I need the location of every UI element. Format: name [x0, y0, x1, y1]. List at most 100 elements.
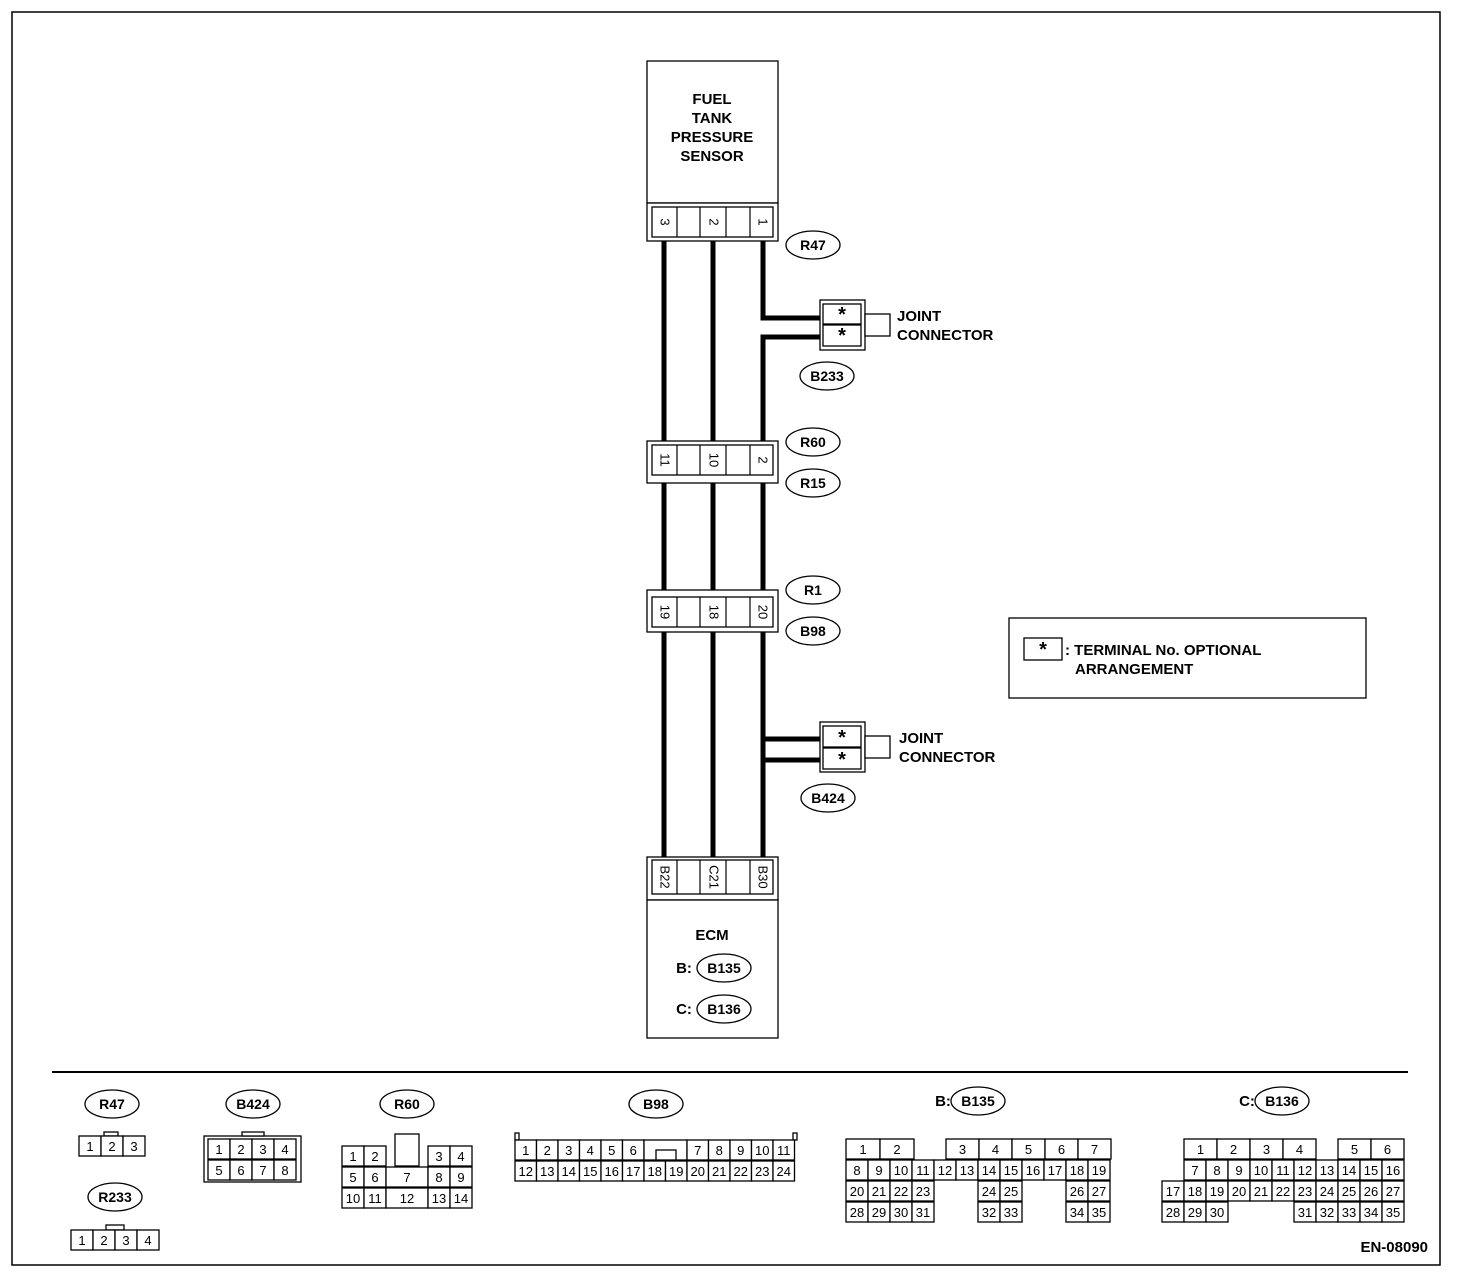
face-r233-pin-4	[136, 1229, 160, 1251]
face-b98-pin-11-label: 11	[777, 1143, 791, 1158]
ecm-conn-b-prefix: B:	[676, 960, 692, 977]
joint2-label-line-1: JOINT	[899, 730, 943, 747]
ecm-conn-c-prefix: C:	[676, 1001, 692, 1018]
face-b135-pin-23	[911, 1180, 935, 1202]
face-b136-pin-18-label: 18	[1188, 1184, 1202, 1199]
face-b424-tag-label: B424	[236, 1096, 270, 1112]
face-r60-pin-5-label: 5	[349, 1170, 356, 1185]
face-b135-pin-32-label: 32	[982, 1205, 996, 1220]
legend-symbol: *	[1039, 639, 1047, 661]
face-r60-pin-8-label: 8	[435, 1170, 442, 1185]
face-b98-pin-7-label: 7	[694, 1143, 701, 1158]
face-b98-pin-23-label: 23	[755, 1164, 769, 1179]
face-b136-pin-35	[1381, 1201, 1405, 1223]
face-b136-pin-30-label: 30	[1210, 1205, 1224, 1220]
face-b424-pin-4	[273, 1138, 297, 1160]
face-b135-pin-25	[999, 1180, 1023, 1202]
face-r60-pin-2-label: 2	[371, 1149, 378, 1164]
face-b136-pin-20-label: 20	[1232, 1184, 1246, 1199]
face-b98-pin-5-label: 5	[608, 1143, 615, 1158]
face-b424-pin-4-label: 4	[281, 1142, 288, 1157]
wire-right-joint2-to-ecm	[760, 757, 823, 862]
face-b135-pin-4-label: 4	[992, 1142, 999, 1157]
r60-tag-label: R60	[800, 434, 826, 450]
face-b98-pin-12-label: 12	[519, 1164, 533, 1179]
face-b135-pin-13-label: 13	[960, 1163, 974, 1178]
face-r233-pin-2-label: 2	[100, 1233, 107, 1248]
face-b98-pin-2-label: 2	[544, 1143, 551, 1158]
mid2-pin-20: 20	[756, 605, 771, 619]
face-b135-pin-35	[1087, 1201, 1111, 1223]
face-b136-pin-33-label: 33	[1342, 1205, 1356, 1220]
face-b135-pin-12-label: 12	[938, 1163, 952, 1178]
face-b135-pin-8-label: 8	[853, 1163, 860, 1178]
sensor-label-line-2: TANK	[692, 110, 733, 127]
ecm-pin-b30: B30	[756, 865, 771, 888]
sensor-label-line-1: FUEL	[692, 91, 731, 108]
mid2-pin-19: 19	[658, 605, 673, 619]
face-b135-pin-23-label: 23	[916, 1184, 930, 1199]
face-r60-pin-12-label: 12	[400, 1191, 414, 1206]
r1-tag-label: R1	[804, 582, 822, 598]
face-b135-pin-21-label: 21	[872, 1184, 886, 1199]
face-b98-pin-9-label: 9	[737, 1143, 744, 1158]
face-b135-pin-7-label: 7	[1091, 1142, 1098, 1157]
face-b136-pin-29-label: 29	[1188, 1205, 1202, 1220]
face-b136-tag-prefix: C:	[1239, 1093, 1255, 1110]
face-b136-pin-19-label: 19	[1210, 1184, 1224, 1199]
fuel-tank-pressure-sensor: FUEL TANK PRESSURE SENSOR 3 2 1 R47	[646, 60, 841, 260]
face-b98-tag-label: B98	[643, 1096, 669, 1112]
face-r47-pin-3-label: 3	[130, 1139, 137, 1154]
face-b424-pin-3-label: 3	[259, 1142, 266, 1157]
face-b135-pin-17-label: 17	[1048, 1163, 1062, 1178]
face-b136-pin-15-label: 15	[1364, 1163, 1378, 1178]
legend: * : TERMINAL No. OPTIONAL ARRANGEMENT	[1008, 617, 1367, 699]
legend-text-line-1: : TERMINAL No. OPTIONAL	[1065, 642, 1261, 659]
face-b136-pin-24-label: 24	[1320, 1184, 1334, 1199]
legend-box	[1008, 617, 1367, 699]
mid1-pin-2: 2	[756, 456, 771, 463]
face-r60-pin-1-label: 1	[349, 1149, 356, 1164]
face-b98-pin-24	[772, 1160, 796, 1182]
face-b135-pin-31	[911, 1201, 935, 1223]
face-b136-pin-2-label: 2	[1230, 1142, 1237, 1157]
face-r60-pin-3-label: 3	[435, 1149, 442, 1164]
face-b135-pin-2	[879, 1138, 915, 1160]
face-r60-pin-9	[449, 1166, 473, 1188]
ecm-pin-b22: B22	[658, 865, 673, 888]
face-b98-pin-20-label: 20	[691, 1164, 705, 1179]
joint2-label-line-2: CONNECTOR	[899, 749, 996, 766]
face-b135-pin-20-label: 20	[850, 1184, 864, 1199]
sensor-pin-3: 3	[658, 218, 673, 225]
face-b136-pin-28-label: 28	[1166, 1205, 1180, 1220]
sensor-label-line-3: PRESSURE	[671, 129, 754, 146]
face-b135-pin-7	[1077, 1138, 1112, 1160]
face-b135-pin-18-label: 18	[1070, 1163, 1084, 1178]
face-b135-pin-29-label: 29	[872, 1205, 886, 1220]
face-b136-pin-30	[1205, 1201, 1229, 1223]
face-b135-pin-30-label: 30	[894, 1205, 908, 1220]
face-b98-pin-6-label: 6	[630, 1143, 637, 1158]
face-r60-tag-label: R60	[394, 1096, 420, 1112]
b233-tag-label: B233	[810, 368, 844, 384]
face-b98-pin-24-label: 24	[777, 1164, 791, 1179]
face-b136-pin-25-label: 25	[1342, 1184, 1356, 1199]
mid1-pin-11: 11	[658, 453, 673, 467]
face-b136-pin-10-label: 10	[1254, 1163, 1268, 1178]
face-b136-tag-label: B136	[1265, 1093, 1299, 1109]
face-r60-pin-4	[449, 1145, 473, 1167]
face-b98-pin-13-label: 13	[540, 1164, 554, 1179]
mid1-pin-10: 10	[707, 453, 722, 467]
face-r233-pin-1-label: 1	[78, 1233, 85, 1248]
face-b135-pin-11-label: 11	[916, 1163, 930, 1178]
face-b136-pin-6	[1370, 1138, 1405, 1160]
sensor-label-line-4: SENSOR	[680, 148, 744, 165]
face-r47-tag-ellipse	[84, 1089, 140, 1119]
diagram-code: EN-08090	[1360, 1239, 1428, 1256]
face-b98-pin-8-label: 8	[716, 1143, 723, 1158]
face-r60-pin-2	[363, 1145, 387, 1167]
face-b98-tag-ellipse	[628, 1089, 684, 1119]
face-b135-pin-9-label: 9	[875, 1163, 882, 1178]
face-b135-pin-5-label: 5	[1025, 1142, 1032, 1157]
